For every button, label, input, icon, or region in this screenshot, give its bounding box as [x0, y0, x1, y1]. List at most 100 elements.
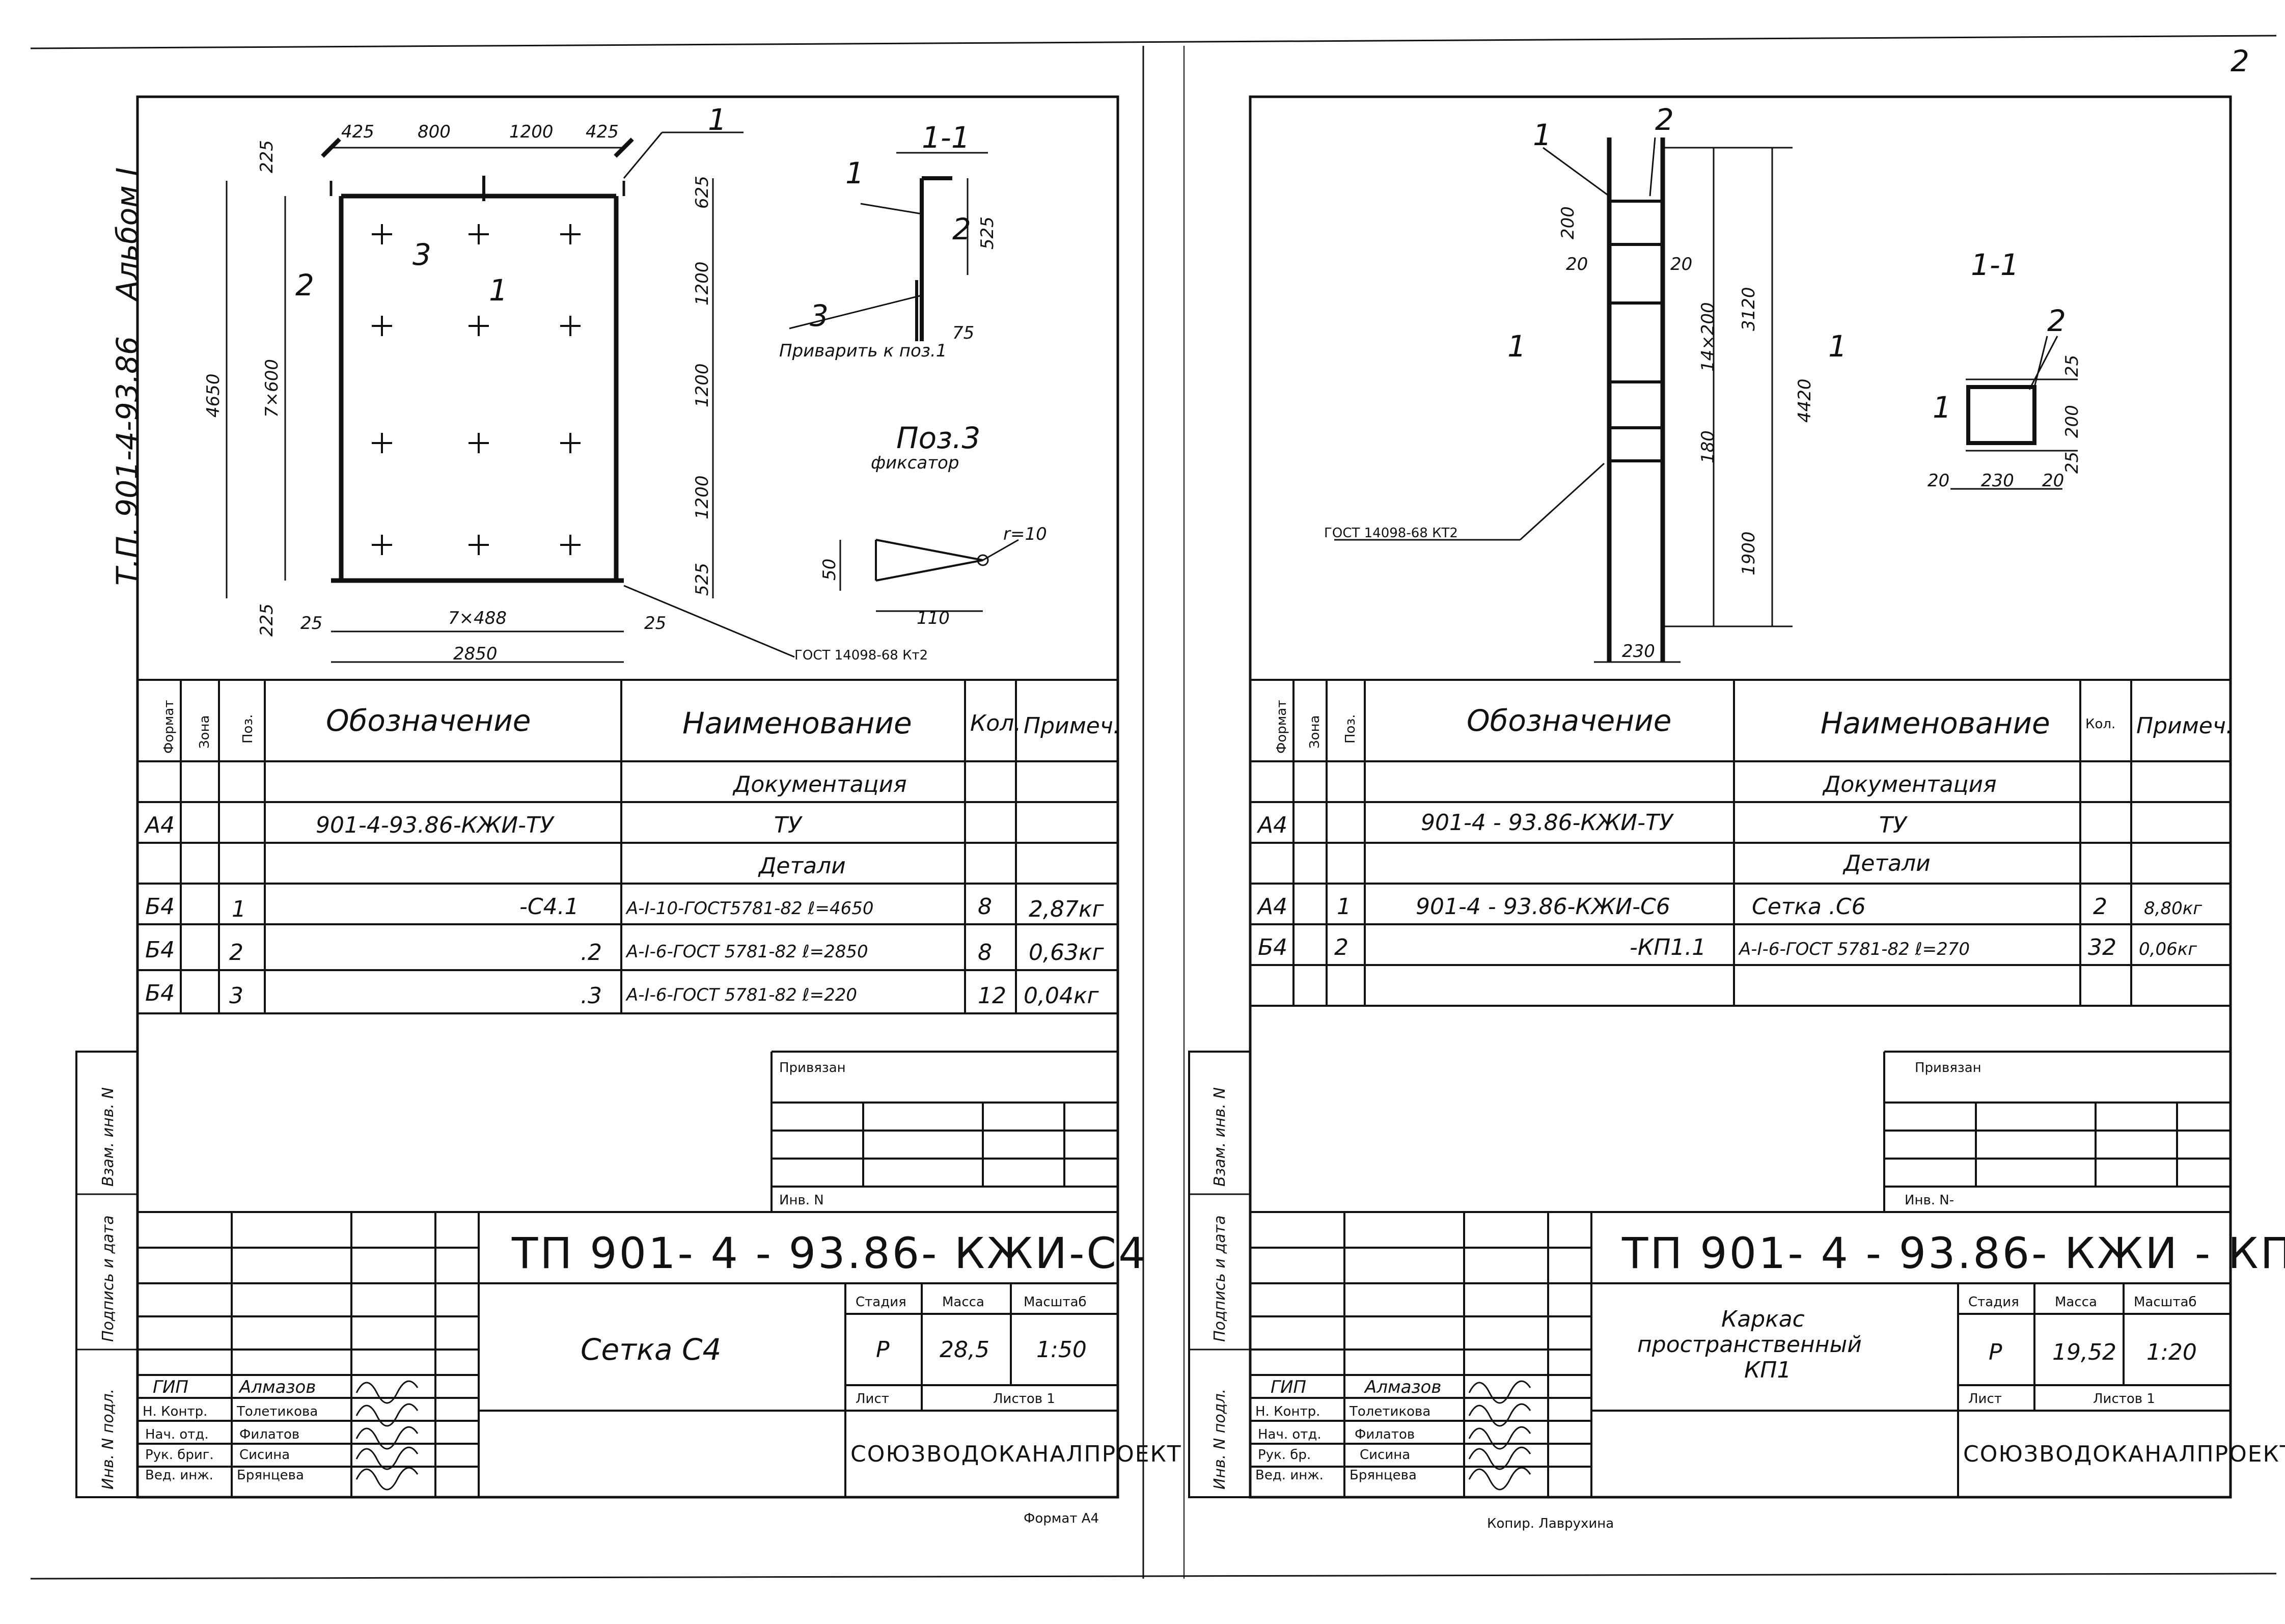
dim-bottom-1: 25 [300, 613, 322, 634]
section-callout-1: 1 [1933, 390, 1951, 425]
table-row-designation: -КП1.1 [1630, 934, 1706, 960]
col-note: Примеч. [1024, 713, 1120, 739]
table-row-designation: .2 [581, 940, 602, 966]
side-field-replace: Взам. инв. N [1211, 1087, 1229, 1187]
section-dim-25-bottom: 25 [2062, 452, 2082, 474]
table-row-pos: 3 [229, 983, 243, 1009]
dim-right-4: 1200 [692, 475, 712, 519]
col-zone: Зона [197, 715, 212, 749]
mesh-fixator-marks [372, 224, 581, 555]
table-row-format: А4 [1256, 812, 1287, 838]
side-field-sign: Подпись и дата [99, 1216, 117, 1342]
approval-list: ГИП Алмазов Н. Контр. Толетикова Нач. от… [143, 1377, 318, 1483]
table-row-name: ТУ [1879, 812, 1908, 838]
right-frame [1249, 95, 2232, 1499]
left-spec-grid [137, 679, 1118, 1014]
section-1-1 [1950, 336, 2078, 490]
sheet-borders [30, 35, 2277, 1580]
section-dim-200: 200 [2062, 405, 2082, 438]
section-dim-20-left: 20 [1928, 471, 1949, 491]
col-qty: Кол. [970, 710, 1021, 736]
mass-label: Масса [2055, 1295, 2097, 1310]
right-spec-rows: Документация А4 901-4 - 93.86-КЖИ-ТУ ТУ … [1256, 772, 2203, 960]
scale-value: 1:20 [2146, 1339, 2197, 1365]
table-row-pos: 1 [1337, 894, 1351, 920]
callout-1: 1 [708, 102, 727, 137]
stage-label: Стадия [856, 1295, 906, 1310]
col-name: Наименование [1821, 706, 2050, 740]
table-row-designation: -С4.1 [519, 894, 579, 920]
table-row-note: 0,06кг [2139, 939, 2197, 959]
section-dim-20-right: 20 [2042, 471, 2064, 491]
page-mark: 2 [2231, 44, 2249, 78]
dim-230: 230 [1622, 641, 1655, 662]
table-row-format: Б4 [145, 937, 175, 963]
role-label: Вед. инж. [1255, 1468, 1324, 1483]
dim-200: 200 [1558, 206, 1578, 239]
dim-20-left: 20 [1566, 254, 1588, 274]
signatures [355, 1380, 419, 1491]
detail-dim-50: 50 [819, 559, 840, 581]
col-note: Примеч. [2136, 713, 2233, 739]
table-row-designation: .3 [581, 983, 602, 1009]
side-field-inv: Инв. N подл. [1211, 1389, 1229, 1490]
table-row-qty: 8 [978, 894, 992, 920]
table-row-pos: 2 [1334, 934, 1348, 960]
table-row-format: А4 [1256, 894, 1287, 920]
role-label: Рук. бр. [1258, 1447, 1311, 1463]
side-field-sign: Подпись и дата [1211, 1216, 1229, 1342]
right-side-strip [1188, 1051, 1251, 1498]
person-name: Толетикова [1349, 1404, 1430, 1419]
dim-4420: 4420 [1795, 378, 1815, 423]
dim-bottom-3: 25 [644, 613, 666, 634]
detail-dim-r: r=10 [1003, 524, 1047, 544]
inv-label: Инв. N [779, 1193, 824, 1208]
table-row-qty: 8 [978, 940, 992, 966]
table-row-qty: 12 [978, 983, 1006, 1009]
album-label: Альбом I [110, 168, 145, 302]
section-callout-1: 1 [845, 156, 864, 190]
weld-pos: 3 [810, 298, 829, 333]
table-row-qty: 2 [2093, 894, 2107, 920]
table-row-qty: 32 [2088, 934, 2116, 960]
fixator-detail [839, 539, 1019, 612]
person-name: Сисина [239, 1447, 290, 1463]
person-name: Сисина [1360, 1447, 1410, 1463]
mesh-c4-drawing [226, 131, 795, 663]
table-row-name: А-I-6-ГОСТ 5781-82 ℓ=220 [625, 985, 857, 1005]
table-row-format: Б4 [1258, 934, 1287, 960]
table-row-format: А4 [144, 812, 175, 838]
table-row-note: 0,04кг [1024, 983, 1099, 1009]
table-row-designation: 901-4 - 93.86-КЖИ-С6 [1416, 894, 1670, 920]
table-row-designation: 901-4 - 93.86-КЖИ-ТУ [1421, 810, 1674, 836]
stage-label: Стадия [1968, 1295, 2019, 1310]
role-label: Рук. бриг. [145, 1447, 214, 1463]
stage-value: Р [876, 1337, 890, 1363]
callout-3: 3 [412, 237, 431, 272]
table-row-designation: 901-4-93.86-КЖИ-ТУ [316, 812, 555, 838]
detail-title: Поз.3 [896, 421, 980, 455]
section-title: 1-1 [1971, 247, 2019, 282]
side-field-replace: Взам. инв. N [99, 1087, 117, 1187]
org-name: СОЮЗВОДОКАНАЛПРОЕКТ [1963, 1441, 2285, 1467]
col-name: Наименование [682, 706, 912, 740]
table-row-name: А-I-6-ГОСТ 5781-82 ℓ=270 [1738, 939, 1970, 959]
dim-left-1: 225 [257, 140, 277, 173]
drawing-title: Сетка С4 [581, 1332, 721, 1367]
col-format: Формат [161, 700, 177, 754]
weld-note: Приварить к поз.1 [779, 341, 947, 361]
drawing-title-line-1: Каркас [1721, 1306, 1805, 1332]
gost-note: ГОСТ 14098-68 КТ2 [1324, 526, 1458, 541]
left-spec-rows: Документация А4 901-4-93.86-КЖИ-ТУ ТУ Де… [144, 772, 1105, 1009]
table-row-name: А-I-6-ГОСТ 5781-82 ℓ=2850 [625, 942, 868, 962]
detail-subtitle: фиксатор [871, 453, 959, 473]
table-row-note: 2,87кг [1029, 896, 1105, 922]
table-row-note: 0,63кг [1029, 940, 1105, 966]
role-label: Нач. отд. [1258, 1427, 1322, 1442]
dim-1900: 1900 [1739, 531, 1759, 575]
table-row-name: Документация [732, 772, 907, 797]
section-mark-right: 1 [1828, 329, 1847, 364]
col-qty: Кол. [2085, 717, 2115, 732]
album-code: Т.П. 901-4-93.86 [110, 336, 145, 586]
person-name: Филатов [239, 1427, 299, 1442]
